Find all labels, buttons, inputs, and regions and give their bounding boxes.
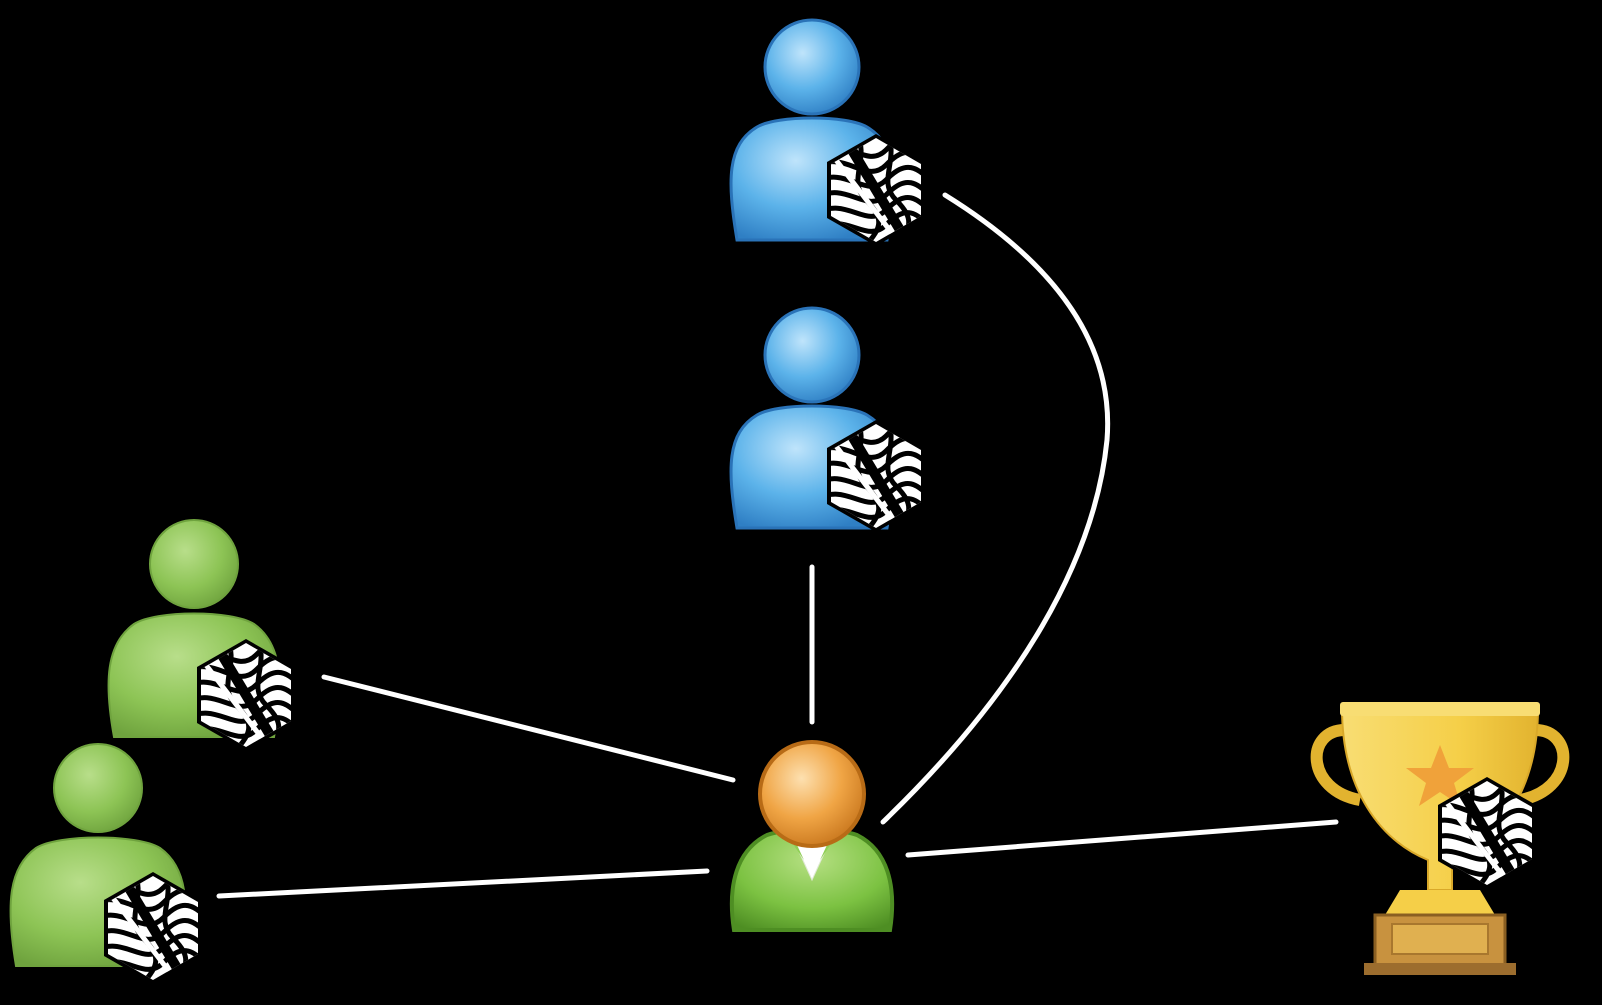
edge-hub-to-blue-top xyxy=(880,192,1111,825)
blue-person-top xyxy=(729,18,936,250)
green-person-lower-left xyxy=(9,743,213,988)
hub-person-head xyxy=(758,740,866,848)
edge-hub-to-green-lower xyxy=(216,868,710,899)
hub-person xyxy=(729,740,895,932)
green-person-upper-left xyxy=(107,519,306,755)
trophy-star-icon xyxy=(1406,745,1474,806)
edge-hub-to-trophy xyxy=(905,819,1339,858)
blue-person-middle xyxy=(729,306,936,536)
trophy-icon xyxy=(1310,702,1570,975)
connectors xyxy=(216,192,1339,899)
edge-hub-to-green-upper xyxy=(321,674,736,783)
trophy xyxy=(1310,702,1570,975)
